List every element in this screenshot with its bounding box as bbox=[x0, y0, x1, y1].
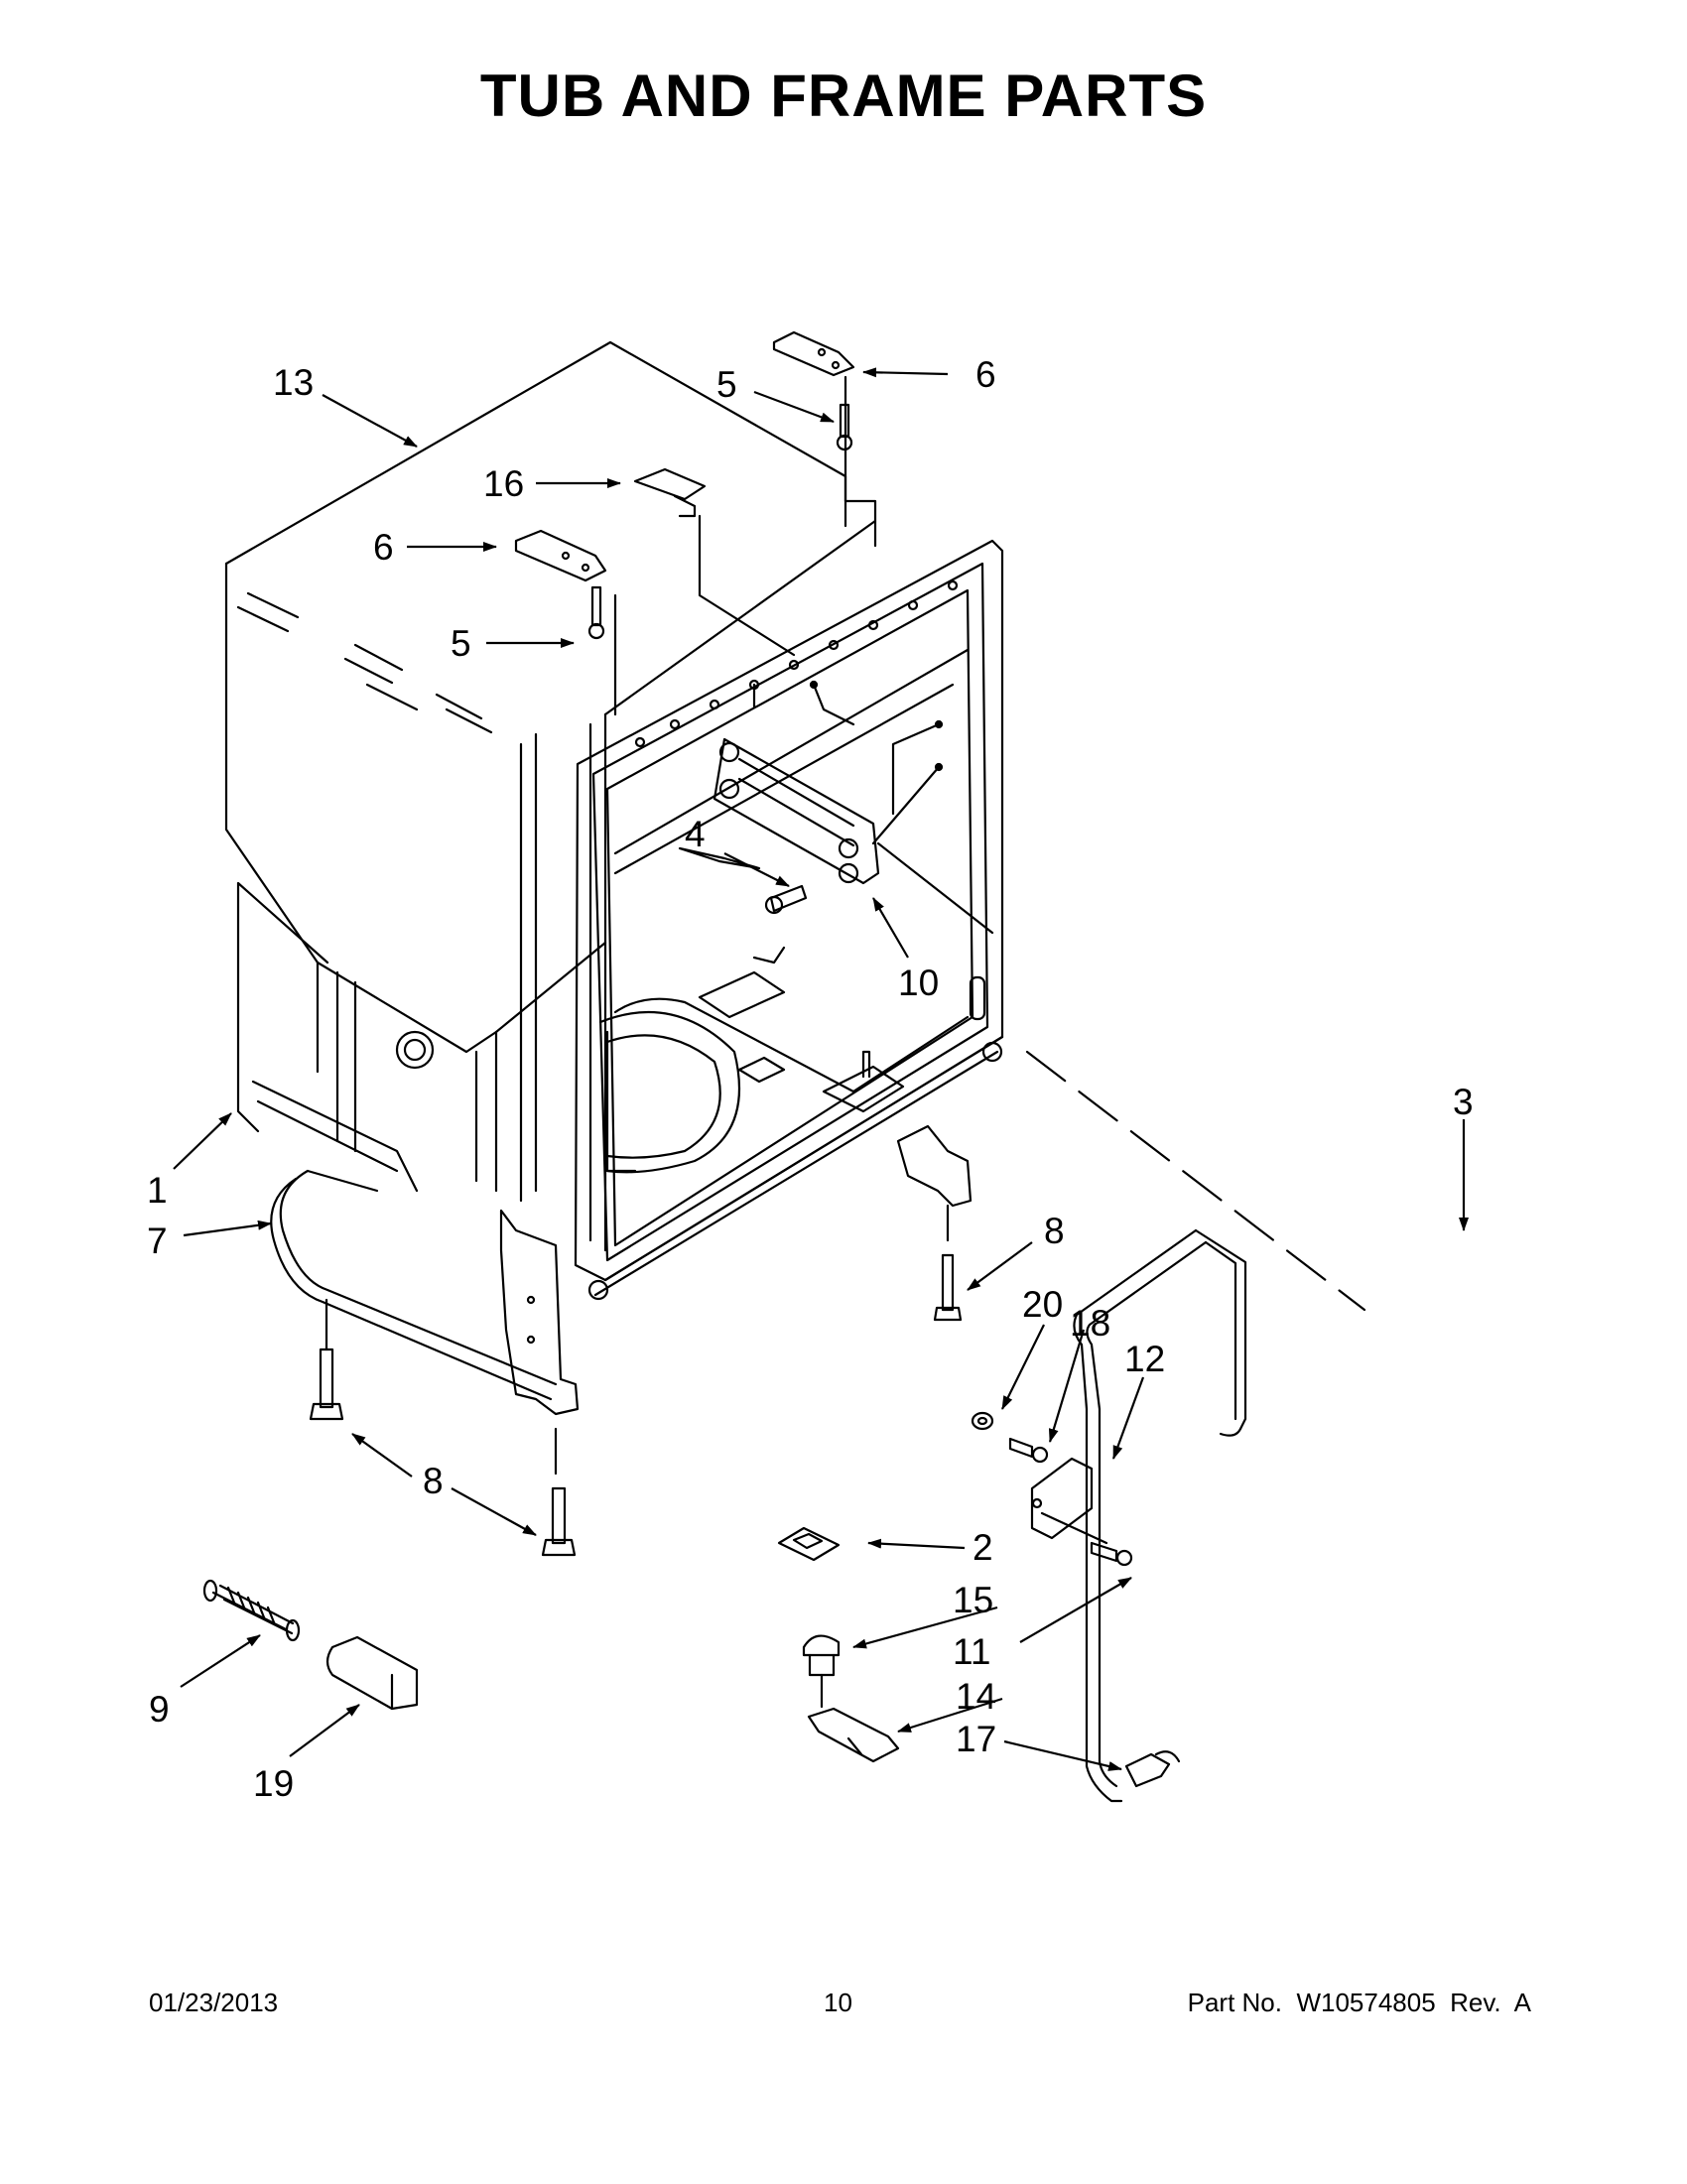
callout-3: 3 bbox=[1453, 1082, 1474, 1122]
callout-4: 4 bbox=[685, 814, 706, 854]
callout-12: 12 bbox=[1124, 1339, 1165, 1379]
part-12-bracket bbox=[1030, 1457, 1108, 1545]
screw-top bbox=[836, 403, 853, 451]
footer-page-number: 10 bbox=[824, 1988, 852, 2017]
callout-16: 16 bbox=[483, 463, 524, 504]
callout-19: 19 bbox=[253, 1763, 294, 1804]
footer-date: 01/23/2013 bbox=[149, 1988, 279, 2017]
wash-arm-bracket bbox=[713, 737, 994, 935]
right-leg-bracket bbox=[896, 1124, 973, 1242]
leveling-leg-left-2 bbox=[541, 1486, 577, 1557]
page-title: TUB AND FRAME PARTS bbox=[479, 63, 1208, 129]
part-2-pad bbox=[777, 1526, 841, 1562]
door-gasket bbox=[1073, 1228, 1247, 1803]
callout-13: 13 bbox=[273, 362, 314, 403]
callout-6-left: 6 bbox=[373, 527, 394, 568]
callout-18: 18 bbox=[1070, 1303, 1110, 1344]
part-14-mount bbox=[807, 1707, 900, 1763]
callout-14: 14 bbox=[956, 1676, 996, 1717]
callout-20: 20 bbox=[1022, 1284, 1063, 1325]
left-leg-bracket bbox=[499, 1209, 580, 1476]
part-11-screw bbox=[1090, 1541, 1133, 1567]
callout-10: 10 bbox=[898, 963, 939, 1003]
part-15-thermostat bbox=[802, 1634, 841, 1709]
part-9-spring bbox=[202, 1579, 301, 1642]
callout-15: 15 bbox=[953, 1580, 993, 1620]
hinge-bracket-left bbox=[514, 529, 617, 716]
part-16-clip bbox=[633, 467, 796, 657]
part-20-nut bbox=[971, 1411, 994, 1431]
part-19-pad bbox=[325, 1635, 419, 1711]
footer-part-number: Part No. W10574805 Rev. A bbox=[1187, 1988, 1531, 2017]
callout-17: 17 bbox=[956, 1719, 996, 1759]
callout-labels: 13 5 6 16 6 5 4 10 3 1 7 8 20 18 12 8 2 … bbox=[147, 354, 1474, 1804]
leader-arrows bbox=[173, 367, 1469, 1771]
callout-8-right: 8 bbox=[1044, 1211, 1065, 1251]
part-18-screw bbox=[1008, 1437, 1049, 1464]
callout-5-top: 5 bbox=[716, 364, 737, 405]
callout-8-left: 8 bbox=[423, 1461, 444, 1501]
hinge-bracket-top bbox=[772, 330, 855, 503]
tub-front-frame bbox=[574, 539, 1004, 1301]
screw-left bbox=[587, 585, 605, 640]
callout-9: 9 bbox=[149, 1689, 170, 1730]
tub-shell bbox=[224, 340, 877, 1252]
callout-7: 7 bbox=[147, 1220, 168, 1261]
callout-6-top: 6 bbox=[975, 354, 996, 395]
callout-11: 11 bbox=[953, 1631, 990, 1672]
callout-1: 1 bbox=[147, 1170, 168, 1211]
leveling-leg-left-1 bbox=[309, 1298, 344, 1421]
part-4-screw bbox=[678, 846, 808, 915]
dashed-guide-line bbox=[1025, 1050, 1366, 1312]
callout-2: 2 bbox=[973, 1527, 993, 1568]
hose-loop bbox=[270, 1169, 558, 1401]
leveling-leg-right bbox=[933, 1253, 963, 1322]
part-17-clip bbox=[1124, 1750, 1181, 1788]
callout-5-left: 5 bbox=[451, 623, 471, 664]
